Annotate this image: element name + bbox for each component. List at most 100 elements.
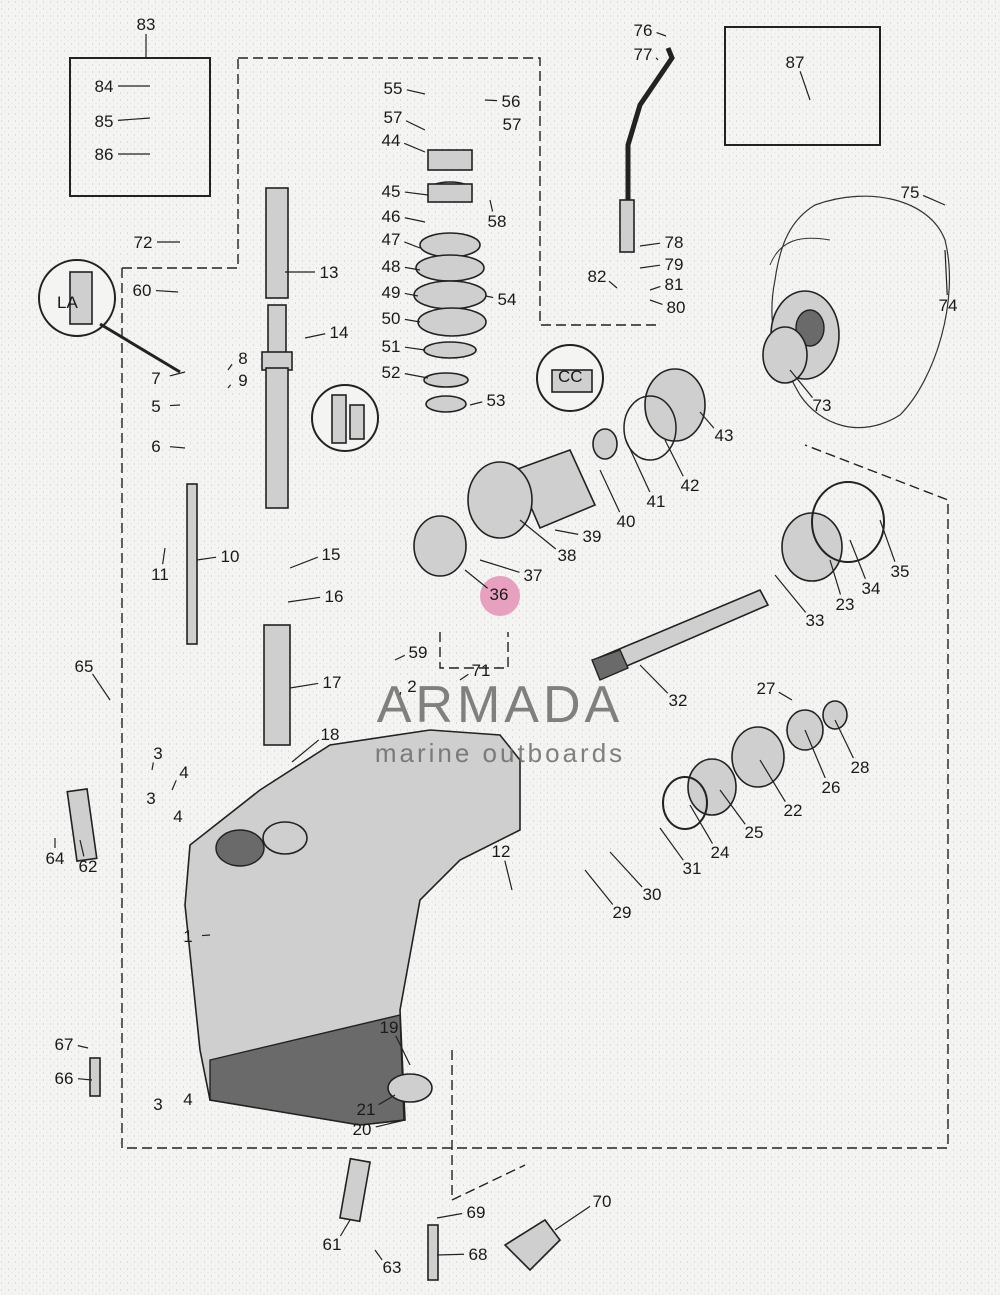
part-label-3: 3 <box>153 744 162 763</box>
leader-85 <box>117 117 151 121</box>
leader-5 <box>169 404 181 407</box>
leader-2 <box>399 691 402 696</box>
part-label-68: 68 <box>469 1245 488 1264</box>
leader-35 <box>879 519 896 562</box>
part-label-3: 3 <box>146 789 155 808</box>
part-label-25: 25 <box>745 823 764 842</box>
inset-box-87 <box>724 26 881 146</box>
propeller-outline <box>769 195 951 429</box>
clip-inset-53 <box>311 384 379 452</box>
part-label-4: 4 <box>183 1090 192 1109</box>
part-label-67: 67 <box>55 1035 74 1054</box>
armada-watermark: ARMADA marine outboards <box>375 576 623 768</box>
leader-43 <box>699 411 715 429</box>
part-label-16: 16 <box>325 587 344 606</box>
part-label-60: 60 <box>133 281 152 300</box>
leader-45 <box>404 191 429 196</box>
leader-55 <box>406 89 426 95</box>
watermark-title: ARMADA <box>377 676 623 734</box>
part-label-78: 78 <box>665 233 684 252</box>
leader-70 <box>554 1205 591 1231</box>
leader-31 <box>659 827 684 861</box>
part-label-50: 50 <box>382 309 401 328</box>
part-label-44: 44 <box>382 131 401 150</box>
part-label-7: 7 <box>151 369 160 388</box>
propeller-shaft <box>591 588 770 681</box>
part-label-86: 86 <box>95 145 114 164</box>
part-label-3: 3 <box>153 1095 162 1114</box>
leader-16 <box>287 596 321 603</box>
part-label-80: 80 <box>667 298 686 317</box>
part-number-labels: 1234567891011121314151617181920212223242… <box>46 15 958 1277</box>
part-label-33: 33 <box>806 611 825 630</box>
leader-71 <box>459 673 469 681</box>
leader-66 <box>77 1078 93 1081</box>
part-label-1: 1 <box>183 927 192 946</box>
part-label-18: 18 <box>321 725 340 744</box>
leader-15 <box>289 556 318 569</box>
part-label-48: 48 <box>382 257 401 276</box>
part-label-58: 58 <box>488 212 507 231</box>
leader-54 <box>485 295 494 299</box>
leader-33 <box>774 574 807 613</box>
part-label-4: 4 <box>179 763 188 782</box>
leader-41 <box>624 437 651 493</box>
part-label-71: 71 <box>472 661 491 680</box>
leader-19 <box>395 1035 411 1066</box>
leader-9 <box>227 384 232 389</box>
part-label-34: 34 <box>862 579 881 598</box>
leader-48 <box>404 266 421 271</box>
part-label-69: 69 <box>467 1203 486 1222</box>
part-label-74: 74 <box>939 296 958 315</box>
part-label-31: 31 <box>683 859 702 878</box>
leader-74 <box>944 249 948 296</box>
leader-20 <box>375 1119 406 1128</box>
propeller-hub <box>762 290 840 384</box>
part-label-70: 70 <box>593 1192 612 1211</box>
part-label-66: 66 <box>55 1069 74 1088</box>
leader-25 <box>719 789 746 825</box>
bolt-66 <box>89 1057 101 1097</box>
part-label-6: 6 <box>151 437 160 456</box>
leader-24 <box>689 804 713 844</box>
part-label-64: 64 <box>46 849 65 868</box>
leader-26 <box>804 729 826 779</box>
part-label-2: 2 <box>407 677 416 696</box>
part-label-83: 83 <box>137 15 156 34</box>
shift-cable <box>625 47 675 230</box>
leader-58 <box>489 199 494 212</box>
part-label-11: 11 <box>151 565 169 584</box>
leader-8 <box>227 363 233 371</box>
part-label-26: 26 <box>822 778 841 797</box>
part-label-47: 47 <box>382 230 401 249</box>
leader-18 <box>291 739 320 763</box>
leader-79 <box>639 264 661 269</box>
part-label-77: 77 <box>634 45 653 64</box>
part-label-59: 59 <box>409 643 428 662</box>
part-label-42: 42 <box>681 476 700 495</box>
leader-34 <box>849 539 866 580</box>
part-label-38: 38 <box>558 546 577 565</box>
part-label-23: 23 <box>836 595 855 614</box>
part-label-87: 87 <box>786 53 805 72</box>
shift-rod <box>186 483 198 645</box>
part-label-43: 43 <box>715 426 734 445</box>
part-label-10: 10 <box>221 547 240 566</box>
gearcase-housing <box>184 729 521 1126</box>
leader-6 <box>169 446 186 449</box>
leader-87 <box>799 71 811 101</box>
leader-82 <box>608 280 618 289</box>
leader-60 <box>155 289 179 293</box>
leader-lines <box>54 31 948 1261</box>
leader-27 <box>778 691 793 701</box>
part-label-13: 13 <box>320 263 339 282</box>
leader-44 <box>403 142 426 153</box>
part-label-61: 61 <box>323 1235 342 1254</box>
leader-69 <box>436 1212 463 1219</box>
part-label-40: 40 <box>617 512 636 531</box>
part-label-41: 41 <box>647 492 666 511</box>
part-label-15: 15 <box>322 545 341 564</box>
part-label-37: 37 <box>524 566 543 585</box>
leader-61 <box>339 1219 351 1237</box>
part-label-46: 46 <box>382 207 401 226</box>
